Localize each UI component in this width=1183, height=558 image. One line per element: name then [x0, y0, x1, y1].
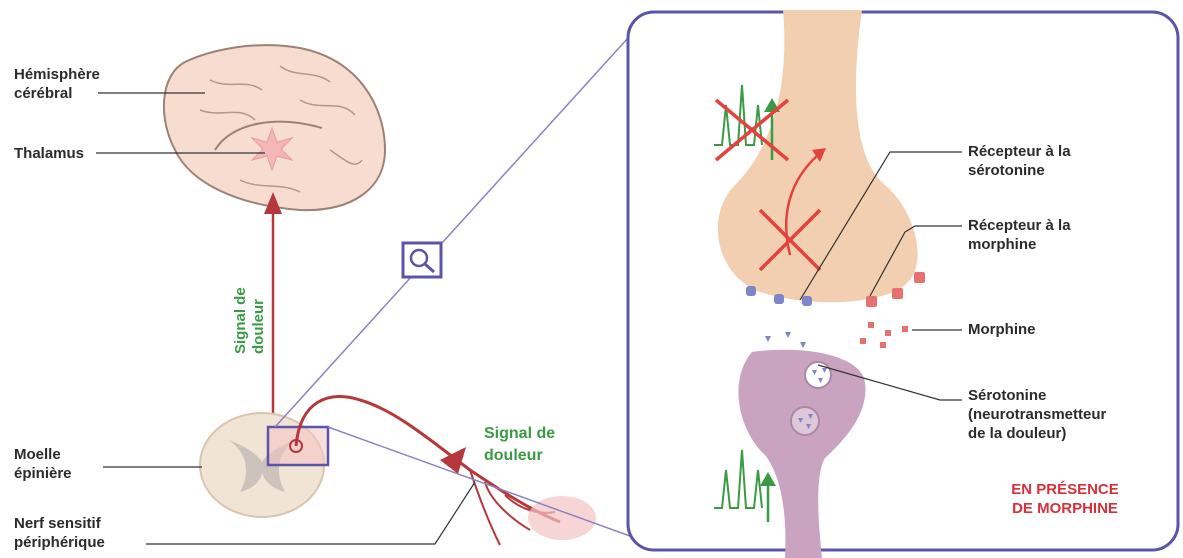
label-hemisphere: Hémisphère cérébral: [14, 65, 100, 103]
label-thalamus: Thalamus: [14, 144, 84, 163]
label-nerf: Nerf sensitif périphérique: [14, 514, 105, 552]
label-moelle-line1: Moelle: [14, 445, 72, 464]
label-signal-nerve-line2: douleur: [484, 445, 555, 467]
label-serotonin-line3: de la douleur): [968, 424, 1106, 443]
label-serotonin-receptor: Récepteur à la sérotonine: [968, 142, 1071, 180]
label-serotonin-line1: Sérotonine: [968, 386, 1106, 405]
label-morphine-receptor-line1: Récepteur à la: [968, 216, 1071, 235]
label-signal-nerve: Signal de douleur: [484, 423, 555, 467]
label-serotonin: Sérotonine (neurotransmetteur de la doul…: [968, 386, 1106, 443]
label-signal-vertical-line1: Signal de: [232, 234, 250, 354]
label-moelle: Moelle épinière: [14, 445, 72, 483]
label-condition-line2: DE MORPHINE: [1010, 499, 1120, 518]
label-condition: EN PRÉSENCE DE MORPHINE: [1010, 480, 1120, 518]
label-serotonin-receptor-line1: Récepteur à la: [968, 142, 1071, 161]
label-morphine-receptor-line2: morphine: [968, 235, 1071, 254]
label-signal-vertical-line2: douleur: [250, 234, 268, 354]
label-condition-line1: EN PRÉSENCE: [1010, 480, 1120, 499]
label-morphine: Morphine: [968, 320, 1036, 339]
label-hemisphere-line2: cérébral: [14, 84, 100, 103]
label-signal-nerve-line1: Signal de: [484, 423, 555, 445]
label-hemisphere-line1: Hémisphère: [14, 65, 100, 84]
magnifier-icon: [403, 243, 441, 277]
brain-illustration: [164, 45, 385, 210]
label-nerf-line1: Nerf sensitif: [14, 514, 105, 533]
label-morphine-receptor: Récepteur à la morphine: [968, 216, 1071, 254]
label-signal-vertical: Signal de douleur: [232, 234, 268, 354]
label-nerf-line2: périphérique: [14, 533, 105, 552]
label-moelle-line2: épinière: [14, 464, 72, 483]
label-serotonin-receptor-line2: sérotonine: [968, 161, 1071, 180]
peripheral-nerve: [296, 396, 560, 545]
label-serotonin-line2: (neurotransmetteur: [968, 405, 1106, 424]
